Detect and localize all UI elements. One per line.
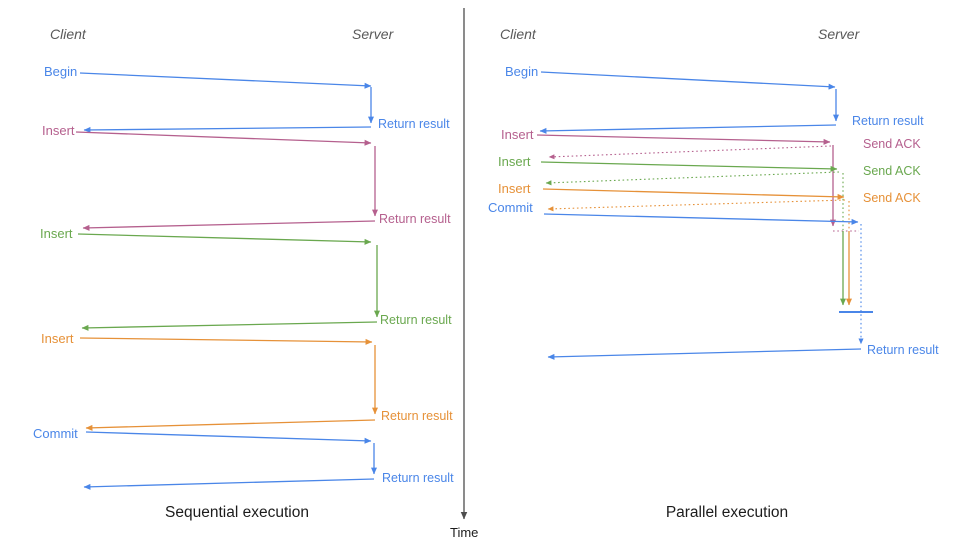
par-insert2-ack-arrow (545, 171, 840, 186)
seq-client-header: Client (50, 26, 87, 42)
seq-insert1-return-label: Return result (379, 212, 451, 226)
par-insert2-label: Insert (498, 154, 531, 169)
par-insert3-request-arrow (542, 188, 845, 200)
par-begin-request-arrow (540, 71, 836, 90)
par-server-header: Server (818, 26, 861, 42)
seq-insert3-label: Insert (41, 331, 74, 346)
par-insert1-ack-arrow (548, 145, 832, 160)
par-insert3-label: Insert (498, 181, 531, 196)
seq-insert3-request-arrow (79, 337, 373, 345)
par-commit-return-arrow (547, 348, 862, 360)
par-insert2-request-arrow (540, 161, 838, 172)
par-commit-return-label: Return result (867, 343, 939, 357)
par-begin-return-arrow (539, 124, 837, 134)
par-insert3-ack-arrow (547, 199, 846, 212)
seq-insert2-label: Insert (40, 226, 73, 241)
par-commit-label: Commit (488, 200, 533, 215)
par-insert2-ack-label: Send ACK (863, 164, 921, 178)
par-begin-return-label: Return result (852, 114, 924, 128)
seq-insert1-return-arrow (82, 220, 376, 231)
par-begin-label: Begin (505, 64, 538, 79)
seq-insert2-request-arrow (77, 233, 372, 245)
seq-insert3-return-arrow (85, 419, 376, 431)
par-insert1-ack-label: Send ACK (863, 137, 921, 151)
seq-insert1-request-arrow (75, 131, 372, 146)
seq-server-header: Server (352, 26, 395, 42)
seq-commit-request-arrow (85, 431, 372, 444)
seq-begin-return-label: Return result (378, 117, 450, 131)
seq-caption: Sequential execution (165, 504, 309, 521)
seq-commit-return-label: Return result (382, 471, 454, 485)
par-insert3-ack-label: Send ACK (863, 191, 921, 205)
par-commit-request-arrow (543, 213, 859, 225)
par-insert1-label: Insert (501, 127, 534, 142)
seq-insert3-return-label: Return result (381, 409, 453, 423)
par-client-header: Client (500, 26, 537, 42)
seq-insert1-label: Insert (42, 123, 75, 138)
par-insert1-request-arrow (536, 134, 831, 145)
seq-insert2-return-label: Return result (380, 313, 452, 327)
seq-begin-label: Begin (44, 64, 77, 79)
time-axis-label: Time (450, 525, 478, 540)
seq-begin-return-arrow (83, 126, 372, 133)
seq-begin-request-arrow (79, 72, 372, 89)
par-caption: Parallel execution (666, 504, 788, 521)
seq-insert2-return-arrow (81, 321, 378, 331)
seq-commit-return-arrow (83, 478, 375, 490)
seq-commit-label: Commit (33, 426, 78, 441)
